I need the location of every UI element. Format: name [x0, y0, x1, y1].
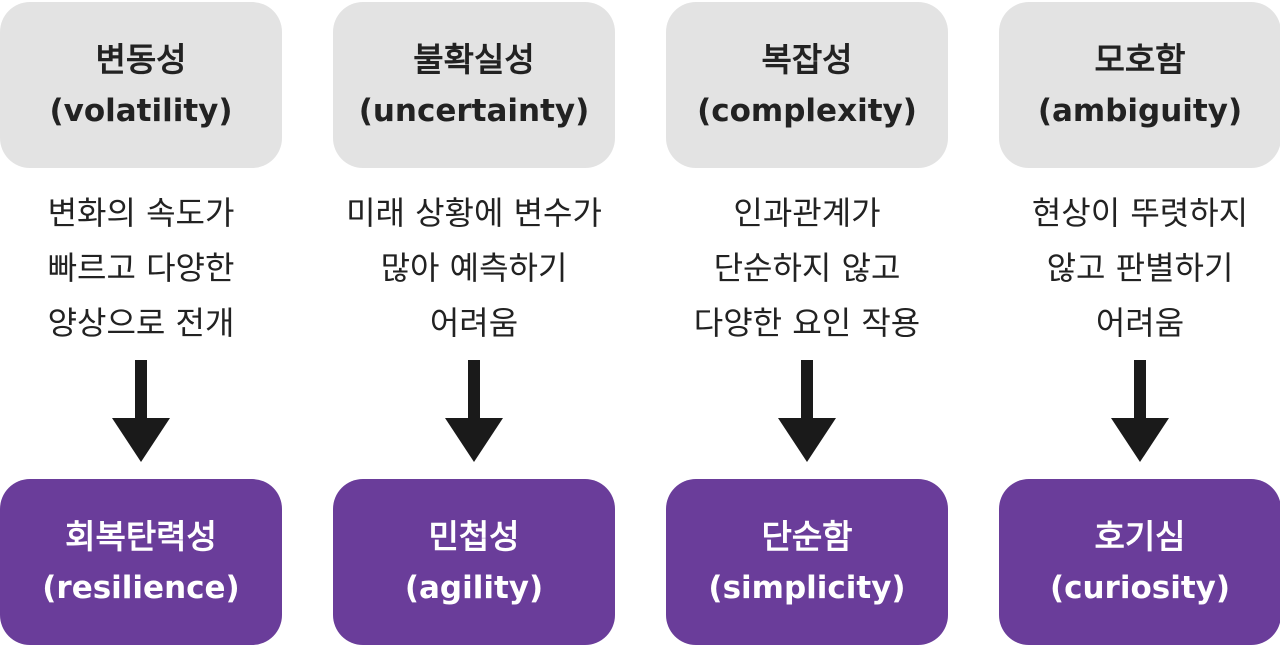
challenge-subtitle: (ambiguity)	[1037, 93, 1243, 129]
response-box-simplicity: 단순함 (simplicity)	[666, 479, 948, 645]
response-subtitle: (agility)	[404, 570, 544, 606]
column-ambiguity: 모호함 (ambiguity) 현상이 뚜렷하지 않고 판별하기 어려움 호기심…	[999, 0, 1280, 667]
challenge-subtitle: (uncertainty)	[358, 93, 590, 129]
description-line: 인과관계가	[733, 194, 881, 232]
challenge-box-volatility: 변동성 (volatility)	[0, 2, 282, 168]
challenge-description: 변화의 속도가 빠르고 다양한 양상으로 전개	[0, 186, 302, 351]
response-box-agility: 민첩성 (agility)	[333, 479, 615, 645]
challenge-description: 현상이 뚜렷하지 않고 판별하기 어려움	[979, 186, 1280, 351]
challenge-title: 변동성	[95, 40, 187, 79]
challenge-title: 불확실성	[413, 40, 535, 79]
column-uncertainty: 불확실성 (uncertainty) 미래 상황에 변수가 많아 예측하기 어려…	[333, 0, 615, 667]
description-line: 현상이 뚜렷하지	[1031, 194, 1249, 232]
column-volatility: 변동성 (volatility) 변화의 속도가 빠르고 다양한 양상으로 전개…	[0, 0, 282, 667]
description-line: 빠르고 다양한	[47, 249, 235, 287]
challenge-title: 복잡성	[761, 40, 853, 79]
challenge-box-ambiguity: 모호함 (ambiguity)	[999, 2, 1280, 168]
response-title: 회복탄력성	[65, 517, 217, 556]
response-box-curiosity: 호기심 (curiosity)	[999, 479, 1280, 645]
challenge-title: 모호함	[1094, 40, 1186, 79]
response-title: 호기심	[1094, 517, 1186, 556]
down-arrow-icon	[445, 360, 503, 462]
challenge-box-uncertainty: 불확실성 (uncertainty)	[333, 2, 615, 168]
response-title: 민첩성	[428, 517, 520, 556]
down-arrow-icon	[778, 360, 836, 462]
description-line: 많아 예측하기	[380, 249, 568, 287]
challenge-description: 인과관계가 단순하지 않고 다양한 요인 작용	[646, 186, 968, 351]
description-line: 어려움	[1095, 304, 1185, 342]
response-subtitle: (resilience)	[42, 570, 240, 606]
response-title: 단순함	[761, 517, 853, 556]
challenge-subtitle: (volatility)	[49, 93, 233, 129]
challenge-subtitle: (complexity)	[697, 93, 917, 129]
description-line: 양상으로 전개	[47, 304, 235, 342]
description-line: 어려움	[429, 304, 519, 342]
description-line: 변화의 속도가	[47, 194, 235, 232]
description-line: 다양한 요인 작용	[693, 304, 921, 342]
response-box-resilience: 회복탄력성 (resilience)	[0, 479, 282, 645]
column-complexity: 복잡성 (complexity) 인과관계가 단순하지 않고 다양한 요인 작용…	[666, 0, 948, 667]
challenge-description: 미래 상황에 변수가 많아 예측하기 어려움	[313, 186, 635, 351]
response-subtitle: (simplicity)	[708, 570, 906, 606]
description-line: 않고 판별하기	[1046, 249, 1234, 287]
description-line: 미래 상황에 변수가	[346, 194, 602, 232]
response-subtitle: (curiosity)	[1049, 570, 1231, 606]
down-arrow-icon	[1111, 360, 1169, 462]
down-arrow-icon	[112, 360, 170, 462]
description-line: 단순하지 않고	[713, 249, 901, 287]
challenge-box-complexity: 복잡성 (complexity)	[666, 2, 948, 168]
